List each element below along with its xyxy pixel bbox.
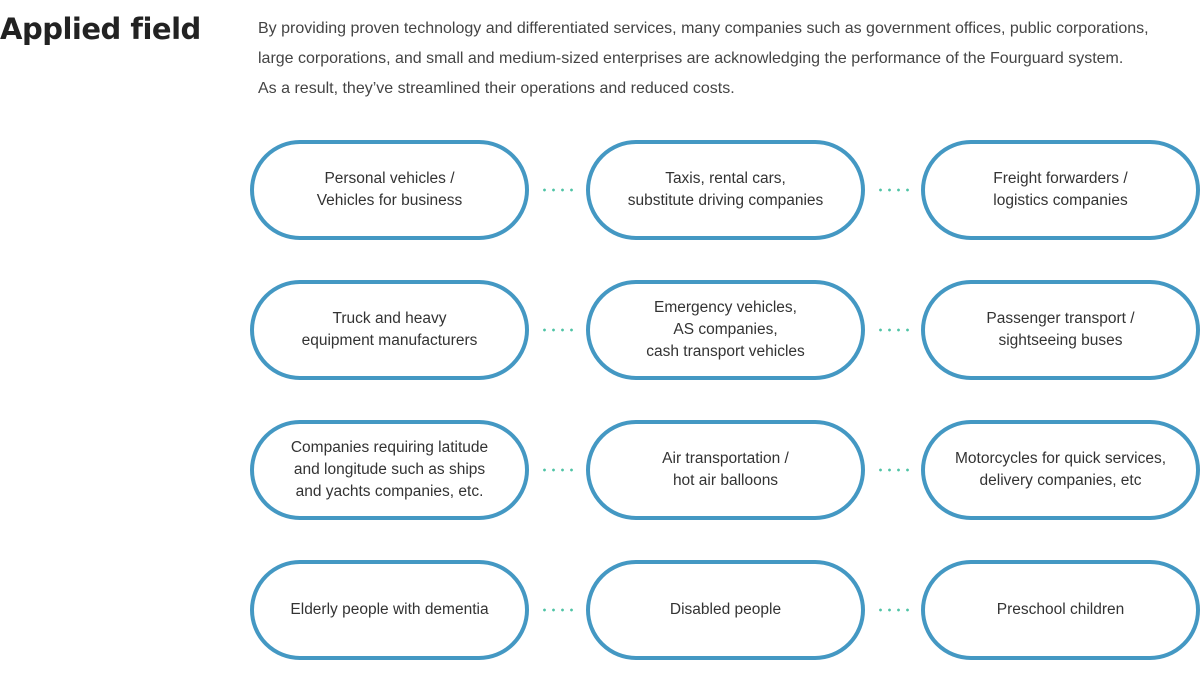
field-pill: Disabled people [586, 560, 865, 660]
field-label: Preschool children [996, 601, 1125, 618]
applied-field-grid: Personal vehicles / Vehicles for busines… [250, 140, 1200, 662]
field-pill: Freight forwarders / logistics companies [921, 140, 1200, 240]
connector-dots [540, 608, 576, 612]
connector-dots [876, 468, 912, 472]
field-label: Personal vehicles / Vehicles for busines… [316, 170, 463, 209]
connector-dots [540, 188, 576, 192]
connector-dots [876, 188, 912, 192]
field-row: Truck and heavy equipment manufacturers … [250, 280, 1200, 380]
field-label: Elderly people with dementia [290, 601, 489, 618]
connector-dots [876, 608, 912, 612]
field-label: Motorcycles for quick services, delivery… [954, 450, 1167, 489]
intro-line: As a result, they’ve streamlined their o… [258, 80, 735, 97]
connector-dots [540, 328, 576, 332]
field-pill: Air transportation / hot air balloons [586, 420, 865, 520]
intro-text: By providing proven technology and diffe… [258, 14, 1198, 104]
field-pill: Elderly people with dementia [250, 560, 529, 660]
field-pill: Companies requiring latitude and longitu… [250, 420, 529, 520]
field-label: Air transportation / hot air balloons [662, 450, 789, 489]
field-row: Companies requiring latitude and longitu… [250, 420, 1200, 520]
field-label: Freight forwarders / logistics companies [993, 170, 1128, 209]
connector-dots [876, 328, 912, 332]
field-pill: Passenger transport / sightseeing buses [921, 280, 1200, 380]
connector-dots [540, 468, 576, 472]
field-label: Passenger transport / sightseeing buses [986, 310, 1135, 349]
intro-line: By providing proven technology and diffe… [258, 20, 1149, 37]
field-label: Emergency vehicles, AS companies, cash t… [646, 299, 805, 360]
field-pill: Taxis, rental cars, substitute driving c… [586, 140, 865, 240]
field-pill: Truck and heavy equipment manufacturers [250, 280, 529, 380]
field-label: Truck and heavy equipment manufacturers [301, 310, 478, 349]
intro-line: large corporations, and small and medium… [258, 50, 1124, 67]
field-row: Elderly people with dementia Disabled pe… [250, 560, 1200, 660]
field-row: Personal vehicles / Vehicles for busines… [250, 140, 1200, 240]
page-title: Applied field [0, 12, 201, 46]
field-pill: Personal vehicles / Vehicles for busines… [250, 140, 529, 240]
field-pill: Preschool children [921, 560, 1200, 660]
field-pill: Emergency vehicles, AS companies, cash t… [586, 280, 865, 380]
field-label: Disabled people [669, 601, 782, 618]
field-label: Companies requiring latitude and longitu… [290, 439, 489, 500]
field-label: Taxis, rental cars, substitute driving c… [627, 170, 824, 209]
field-pill: Motorcycles for quick services, delivery… [921, 420, 1200, 520]
